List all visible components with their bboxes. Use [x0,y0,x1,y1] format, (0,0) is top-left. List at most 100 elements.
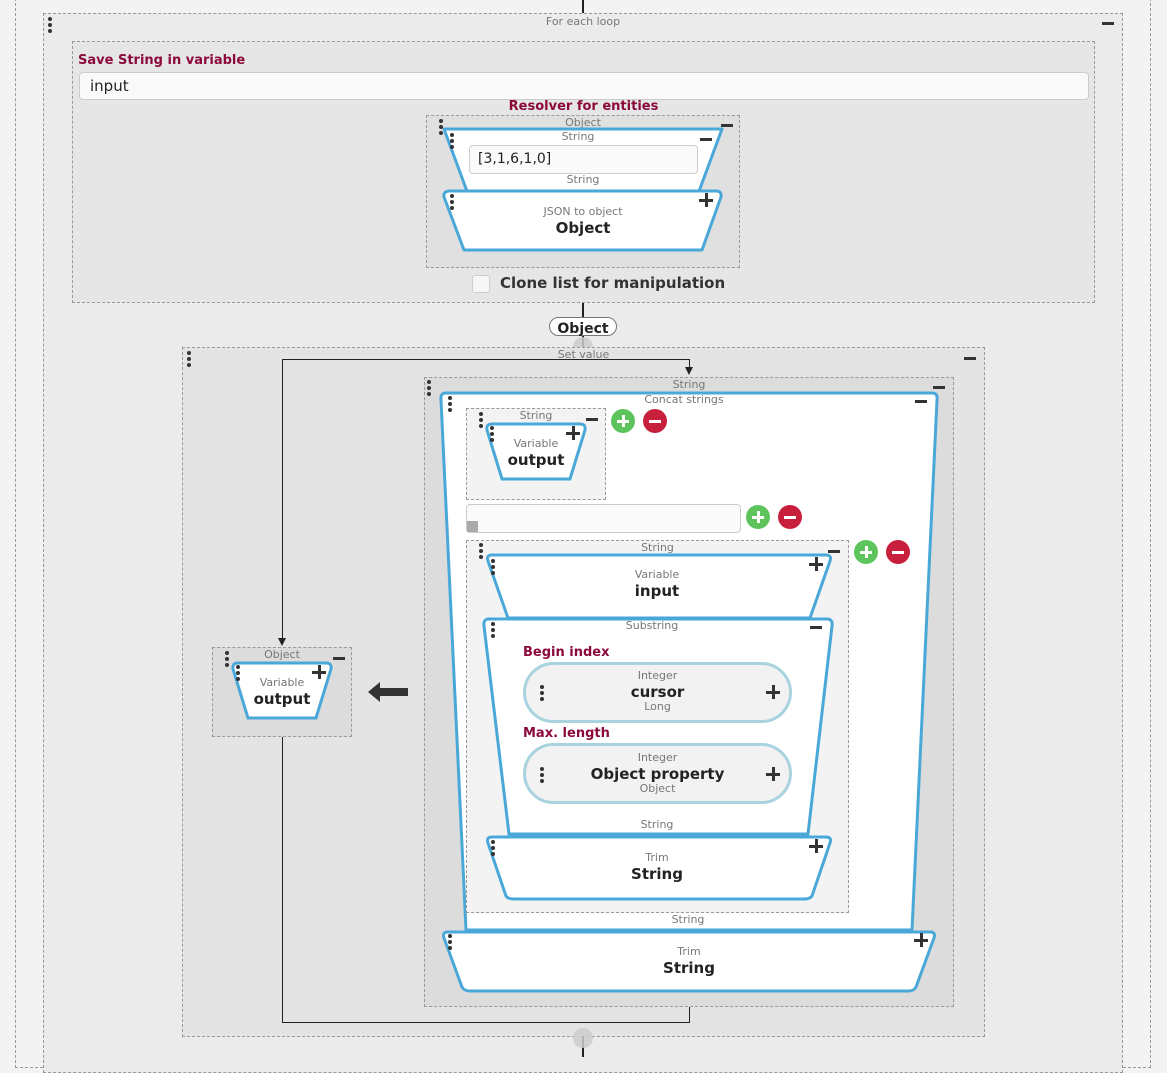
inner-trim-type: String [631,865,683,883]
object-badge: Object [549,317,617,337]
inner-trim-caption: Trim [645,851,669,864]
collapse-icon[interactable] [1102,22,1114,25]
remove-item-button[interactable] [886,540,910,564]
expand-icon[interactable] [766,767,780,781]
flow-line-loop-right [689,359,690,368]
remove-item-button[interactable] [778,505,802,529]
drag-handle-icon[interactable] [448,934,452,952]
collapse-icon[interactable] [964,357,976,360]
begin-sub: Long [644,700,671,713]
flow-line-loop-left [282,359,283,642]
connector-dot-icon[interactable] [573,1028,593,1048]
item1-variable-shape[interactable] [482,421,590,485]
max-sub: Object [639,782,676,795]
drag-handle-icon[interactable] [540,767,544,785]
outer-trim-shape[interactable] [440,929,938,995]
variable-name-input[interactable]: input [79,72,1089,100]
drag-handle-icon[interactable] [490,426,494,444]
add-item-button[interactable] [611,409,635,433]
add-item-button[interactable] [746,505,770,529]
expand-icon[interactable] [809,557,823,571]
begin-index-label: Begin index [523,645,610,660]
concat-title: Concat strings [644,393,724,406]
expand-icon[interactable] [809,839,823,853]
collapse-icon[interactable] [333,657,345,660]
drag-handle-icon[interactable] [48,17,52,35]
item3-type-label: String [641,541,674,554]
drag-handle-icon[interactable] [491,622,495,640]
object-badge-label: Object [557,321,609,337]
drag-handle-icon[interactable] [450,194,454,212]
variable-name-value: input [90,77,129,95]
drag-handle-icon[interactable] [491,559,495,577]
outer-string-label: String [672,378,706,391]
expand-icon[interactable] [914,933,928,947]
drag-handle-icon[interactable] [491,840,495,858]
target-type-label: Object [264,648,300,661]
flow-line-mid [582,303,584,319]
clone-list-label: Clone list for manipulation [500,274,726,292]
drag-handle-icon[interactable] [427,380,431,398]
drag-handle-icon[interactable] [225,651,229,669]
expand-icon[interactable] [312,665,326,679]
flow-arrow-left [278,638,286,646]
drag-handle-icon[interactable] [450,133,454,151]
concat-out-label: String [671,913,705,926]
concat-text-input[interactable] [466,504,741,533]
flow-line-bottom-right [689,1006,690,1023]
expand-icon[interactable] [699,193,713,207]
begin-type: Integer [637,669,678,682]
collapse-icon[interactable] [933,386,945,389]
json-type: Object [555,219,611,237]
clone-list-checkbox[interactable] [472,275,490,293]
drag-handle-icon[interactable] [187,351,191,369]
add-item-button[interactable] [854,540,878,564]
json-to-object-shape[interactable] [440,188,726,256]
string-value-input[interactable]: [3,1,6,1,0] [469,145,698,174]
target-variable-shape[interactable] [228,660,336,724]
string-type-label: String [561,130,595,143]
drag-handle-icon[interactable] [236,665,240,683]
collapse-icon[interactable] [828,550,840,553]
flow-line-bottom [282,1022,690,1023]
save-string-label: Save String in variable [78,53,246,68]
collapse-icon[interactable] [586,418,598,421]
resolver-label: Resolver for entities [508,99,659,114]
drag-handle-icon[interactable] [439,119,443,137]
item1-type-label: String [519,409,553,422]
flow-line-bottom-left [282,737,283,1023]
json-caption: JSON to object [543,205,623,218]
item3-var-name: input [634,582,680,600]
drag-handle-icon[interactable] [540,685,544,703]
resize-icon[interactable] [467,521,478,532]
inner-trim-shape[interactable] [484,834,834,902]
string-value: [3,1,6,1,0] [478,151,552,167]
item3-var-caption: Variable [634,568,680,581]
for-each-title: For each loop [545,15,621,28]
remove-item-button[interactable] [643,409,667,433]
assign-arrow-icon [368,682,408,702]
item1-caption: Variable [513,437,559,450]
max-length-pill[interactable] [523,743,792,804]
expand-icon[interactable] [766,685,780,699]
item3-out-label: String [640,818,674,831]
collapse-icon[interactable] [810,626,822,629]
flow-arrow-right [685,367,693,375]
drag-handle-icon[interactable] [479,543,483,561]
begin-name: cursor [630,683,685,701]
outer-trim-caption: Trim [677,945,701,958]
collapse-icon[interactable] [700,138,712,141]
max-type: Integer [637,751,678,764]
string-output-label: String [566,173,600,186]
outer-trim-type: String [663,959,715,977]
drag-handle-icon[interactable] [479,412,483,430]
collapse-icon[interactable] [915,400,927,403]
drag-handle-icon[interactable] [448,396,452,414]
substring-title: Substring [625,619,679,632]
max-length-label: Max. length [523,726,610,741]
collapse-icon[interactable] [721,124,733,127]
set-value-title: Set value [557,348,610,361]
expand-icon[interactable] [566,426,580,440]
begin-index-pill[interactable] [523,662,792,723]
target-name: output [253,690,311,708]
